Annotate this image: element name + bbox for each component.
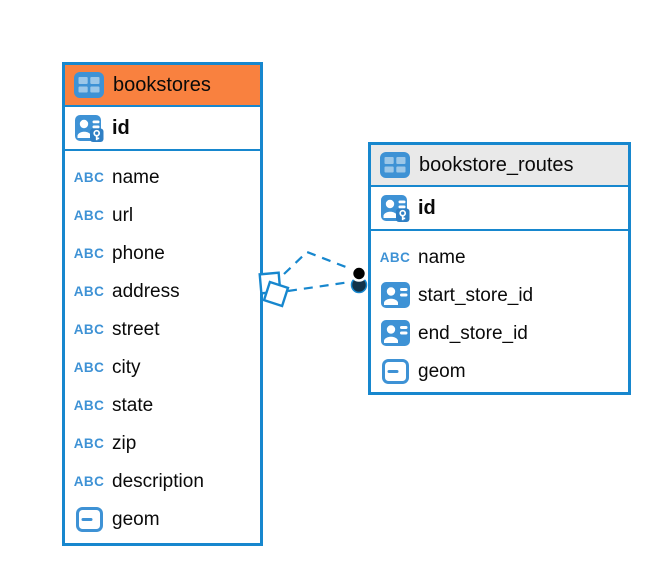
columns-section: ABC name start_store_id end_store_id geom [371, 231, 628, 390]
column-row-description[interactable]: ABC description [65, 462, 260, 500]
column-row-city[interactable]: ABC city [65, 348, 260, 386]
primary-key-section: id [65, 107, 260, 151]
dot-marker[interactable] [350, 265, 368, 282]
text-icon: ABC [379, 249, 411, 265]
text-icon: ABC [73, 359, 105, 375]
column-row-url[interactable]: ABC url [65, 196, 260, 234]
text-icon: ABC [73, 321, 105, 337]
column-row-name[interactable]: ABC name [371, 238, 628, 276]
column-name: geom [418, 360, 466, 382]
column-name: url [112, 204, 134, 226]
column-row-name[interactable]: ABC name [65, 158, 260, 196]
geometry-icon [379, 358, 411, 384]
relationship-line[interactable] [283, 250, 352, 275]
column-name: zip [112, 432, 137, 454]
table-header[interactable]: bookstore_routes [371, 145, 628, 187]
column-row-geom[interactable]: geom [65, 500, 260, 538]
column-name: start_store_id [418, 284, 534, 306]
column-row-state[interactable]: ABC state [65, 386, 260, 424]
text-icon: ABC [73, 169, 105, 185]
column-row-start_store_id[interactable]: start_store_id [371, 276, 628, 314]
diamond-marker[interactable] [262, 280, 290, 308]
column-row-phone[interactable]: ABC phone [65, 234, 260, 272]
column-name: name [418, 246, 466, 268]
text-icon: ABC [73, 283, 105, 299]
primary-key-icon [379, 194, 411, 222]
text-icon: ABC [73, 473, 105, 489]
column-name: street [112, 318, 160, 340]
text-icon: ABC [73, 245, 105, 261]
text-icon: ABC [73, 207, 105, 223]
column-row-end_store_id[interactable]: end_store_id [371, 314, 628, 352]
column-name: address [112, 280, 180, 302]
column-name: id [418, 197, 436, 219]
column-name: description [112, 470, 204, 492]
column-name: city [112, 356, 141, 378]
table-icon [379, 152, 411, 178]
table-header[interactable]: bookstores [65, 65, 260, 107]
column-name: end_store_id [418, 322, 528, 344]
foreign-key-icon [379, 282, 411, 308]
relationship-line[interactable] [287, 280, 351, 293]
column-name: phone [112, 242, 165, 264]
table-title: bookstores [113, 74, 211, 96]
column-name: name [112, 166, 160, 188]
table-title: bookstore_routes [419, 154, 574, 176]
foreign-key-icon [379, 320, 411, 346]
column-name: state [112, 394, 154, 416]
column-row-street[interactable]: ABC street [65, 310, 260, 348]
table-icon [73, 72, 105, 98]
text-icon: ABC [73, 435, 105, 451]
text-icon: ABC [73, 397, 105, 413]
geometry-icon [73, 506, 105, 532]
column-row-zip[interactable]: ABC zip [65, 424, 260, 462]
dot-marker[interactable] [350, 276, 368, 294]
primary-key-icon [73, 114, 105, 142]
primary-key-section: id [371, 187, 628, 231]
column-row-geom[interactable]: geom [371, 352, 628, 390]
column-name: geom [112, 508, 160, 530]
column-name: id [112, 117, 130, 139]
table-bookstore-routes[interactable]: bookstore_routes id ABC name start_store_… [368, 142, 631, 395]
column-row-address[interactable]: ABC address [65, 272, 260, 310]
column-row-id[interactable]: id [65, 107, 260, 151]
column-row-id[interactable]: id [371, 187, 628, 231]
